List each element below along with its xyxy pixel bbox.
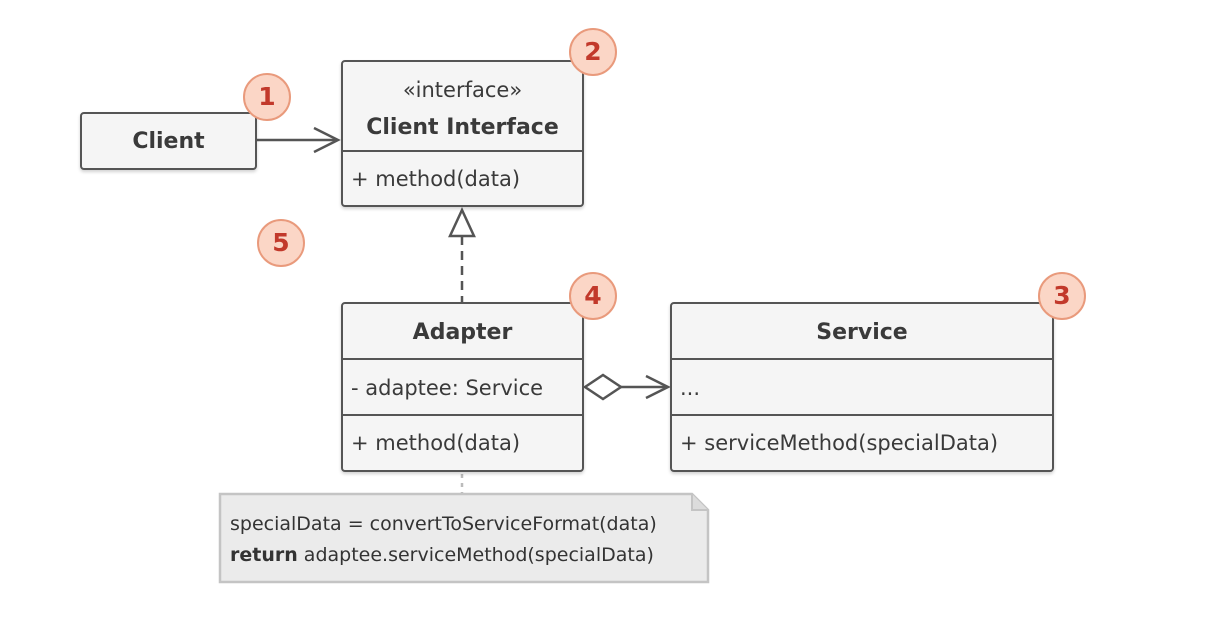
adapter-field: - adaptee: Service: [351, 376, 544, 400]
adapter-class: Adapter - adaptee: Service + method(data…: [341, 302, 584, 472]
adapter-method: + method(data): [351, 431, 521, 455]
service-separator-1: [672, 358, 1052, 360]
service-title: Service: [816, 320, 908, 345]
adapter-separator-2: [343, 414, 582, 416]
note-line-1: specialData = convertToServiceFormat(dat…: [230, 513, 657, 535]
badge-2: 2: [569, 28, 617, 76]
interface-stereotype: «interface»: [402, 78, 523, 102]
note-return-keyword: return: [230, 544, 298, 566]
client-interface-title: Client Interface: [366, 115, 559, 140]
badge-1: 1: [243, 73, 291, 121]
aggregation-arrow: [582, 373, 671, 401]
realization-arrow: [448, 207, 476, 302]
note-shape: [218, 492, 710, 584]
badge-5: 5: [257, 219, 305, 267]
note-line-2: return adaptee.serviceMethod(specialData…: [230, 544, 654, 566]
client-class: Client: [80, 112, 257, 170]
service-class: Service ... + serviceMethod(specialData): [670, 302, 1054, 472]
badge-3: 3: [1038, 272, 1086, 320]
service-field: ...: [680, 376, 701, 400]
adapter-separator-1: [343, 358, 582, 360]
adapter-title: Adapter: [412, 320, 513, 345]
client-interface-separator: [343, 150, 582, 152]
client-to-interface-arrow: [257, 126, 341, 154]
service-separator-2: [672, 414, 1052, 416]
client-title: Client: [132, 129, 205, 154]
note-return-expression: adaptee.serviceMethod(specialData): [297, 544, 654, 566]
badge-4: 4: [569, 272, 617, 320]
client-interface-method: + method(data): [351, 167, 521, 191]
client-interface-class: «interface» Client Interface + method(da…: [341, 60, 584, 207]
service-method: + serviceMethod(specialData): [680, 431, 999, 455]
